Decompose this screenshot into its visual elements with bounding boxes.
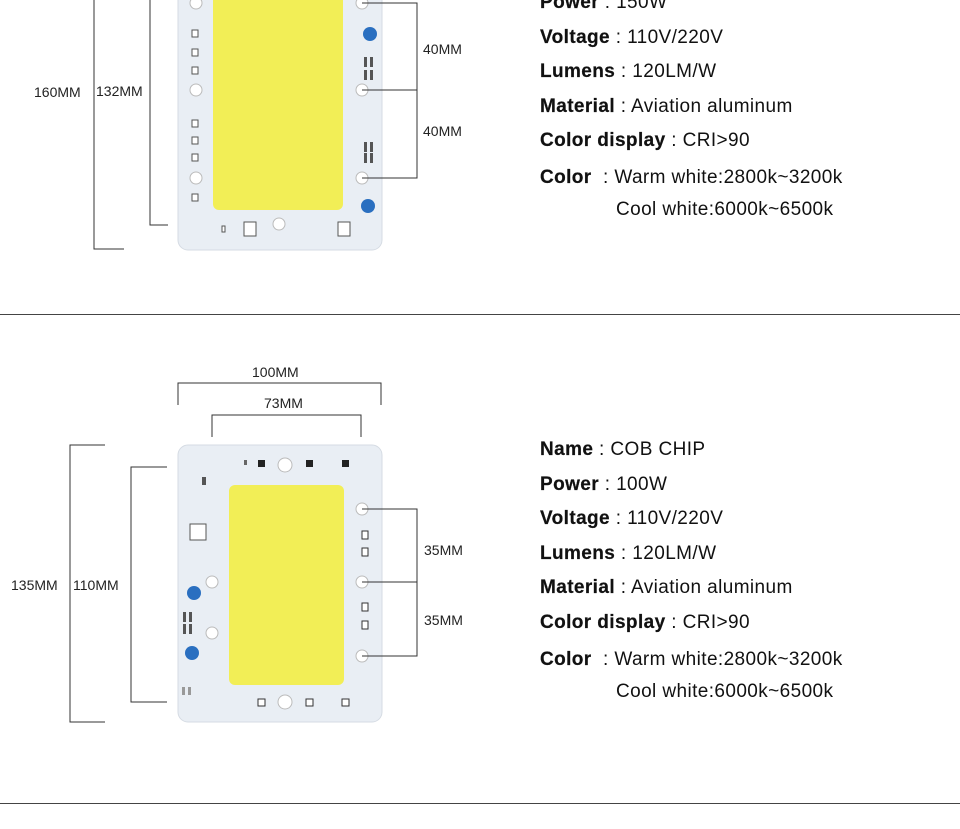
spec-material: Material : Aviation aluminum bbox=[540, 577, 793, 599]
smd-resistors bbox=[364, 57, 373, 163]
left-pads bbox=[191, 29, 199, 202]
inner-height-label: 132MM bbox=[96, 83, 143, 99]
top-hole bbox=[277, 457, 293, 473]
spec-material: Material : Aviation aluminum bbox=[540, 95, 793, 117]
pitch-bottom-label: 40MM bbox=[423, 123, 462, 139]
spec-name: Name : COB CHIP bbox=[540, 439, 706, 460]
cob-chip-diagram-100w: 100MM 73MM 135MM 110MM 35MM 35MM bbox=[11, 364, 463, 723]
bottom-pads bbox=[257, 698, 350, 707]
spec-power: Power : 150W bbox=[540, 0, 668, 13]
spec-list-100w: Name : COB CHIP Power : 100W Voltage : 1… bbox=[540, 433, 843, 708]
spec-color: Color : Warm white:2800k~3200k Cool whit… bbox=[540, 166, 843, 220]
capacitor-top bbox=[187, 586, 201, 600]
inner-height-label: 110MM bbox=[73, 577, 119, 593]
spec-color-display: Color display : CRI>90 bbox=[540, 611, 750, 633]
spec-color-display: Color display : CRI>90 bbox=[540, 130, 750, 152]
led-phosphor-area bbox=[229, 485, 344, 685]
spec-voltage: Voltage : 110V/220V bbox=[540, 26, 724, 48]
dimension-lines bbox=[93, 0, 418, 250]
pitch-top-label: 35MM bbox=[424, 542, 463, 558]
section-divider bbox=[0, 314, 960, 315]
spec-color: Color : Warm white:2800k~3200k Cool whit… bbox=[540, 648, 843, 702]
product-section-150w: 160MM 132MM 40MM 40MM Power : 150W Volta… bbox=[0, 0, 960, 314]
left-holes bbox=[189, 0, 203, 185]
spec-voltage: Voltage : 110V/220V bbox=[540, 508, 724, 530]
outer-height-label: 135MM bbox=[11, 577, 58, 593]
product-section-100w: 100MM 73MM 135MM 110MM 35MM 35MM Name : … bbox=[0, 315, 960, 803]
pitch-bottom-label: 35MM bbox=[424, 612, 463, 628]
bottom-hole bbox=[277, 694, 293, 710]
bottom-left-marks bbox=[182, 687, 191, 695]
spec-list-150w: Power : 150W Voltage : 110V/220V Lumens … bbox=[540, 0, 843, 226]
left-holes bbox=[205, 575, 219, 640]
spec-lumens: Lumens : 120LM/W bbox=[540, 61, 717, 83]
led-phosphor-area bbox=[213, 0, 343, 210]
dimension-lines bbox=[69, 382, 418, 723]
spec-lumens: Lumens : 120LM/W bbox=[540, 542, 717, 564]
section-divider-bottom bbox=[0, 803, 960, 804]
pitch-top-label: 40MM bbox=[423, 41, 462, 57]
capacitor-bottom bbox=[361, 199, 375, 213]
outer-height-label: 160MM bbox=[34, 84, 81, 100]
cob-chip-diagram-150w: 160MM 132MM 40MM 40MM bbox=[34, 0, 462, 251]
bottom-pads bbox=[221, 221, 351, 237]
capacitor-top bbox=[363, 27, 377, 41]
outer-width-label: 100MM bbox=[252, 364, 299, 380]
right-pads bbox=[361, 530, 369, 630]
smd-resistors bbox=[183, 612, 192, 634]
top-pads bbox=[244, 460, 349, 467]
left-pad-square bbox=[189, 523, 207, 541]
spec-power: Power : 100W bbox=[540, 473, 668, 495]
left-smd bbox=[202, 477, 206, 485]
capacitor-bottom bbox=[185, 646, 199, 660]
inner-width-label: 73MM bbox=[264, 395, 303, 411]
